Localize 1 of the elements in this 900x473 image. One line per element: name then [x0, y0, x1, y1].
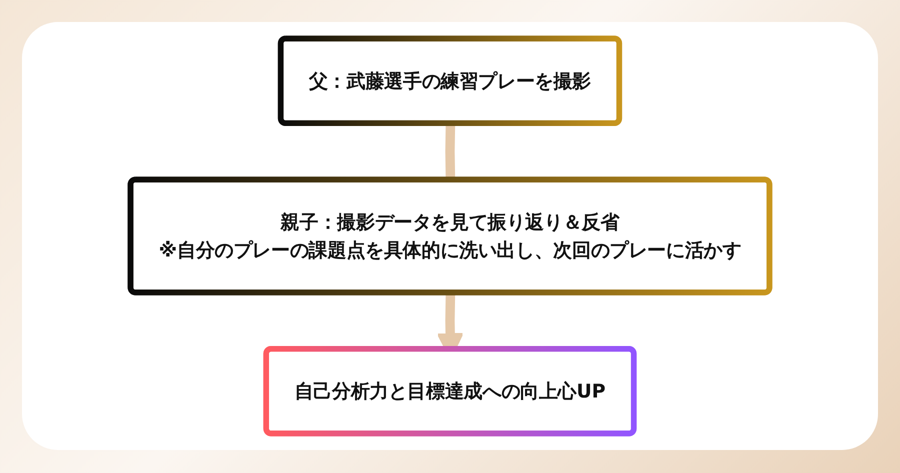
card-background: 父：武藤選手の練習プレーを撮影 親子：撮影データを見て振り返り＆反省 ※自分のプレーの課題点を具体的に洗い出し、次回のプレーに活かす 自己分析力と目標達成への向上心UP	[22, 22, 878, 450]
